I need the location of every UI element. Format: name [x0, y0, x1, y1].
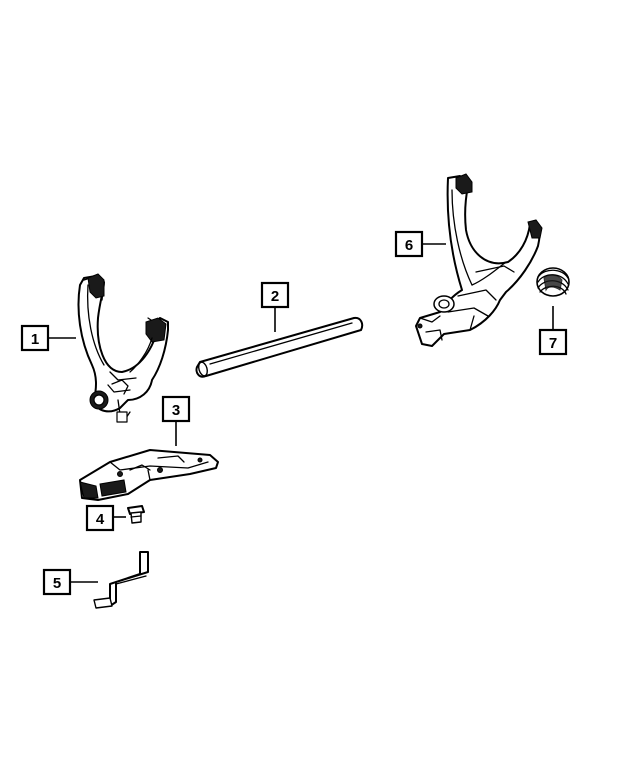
callout-3-label: 3 [172, 402, 180, 419]
part-3-shift-bracket[interactable] [79, 449, 219, 501]
part-6-shift-fork[interactable] [415, 173, 543, 347]
callout-2[interactable]: 2 [260, 281, 290, 309]
part-4-bolt[interactable] [127, 505, 145, 524]
part-7-spring[interactable] [536, 267, 570, 297]
callout-1[interactable]: 1 [20, 324, 50, 352]
callout-6[interactable]: 6 [394, 230, 424, 258]
callout-4[interactable]: 4 [85, 504, 115, 532]
callout-2-label: 2 [271, 288, 279, 305]
callout-6-label: 6 [405, 237, 413, 254]
callout-5[interactable]: 5 [42, 568, 72, 596]
callout-5-label: 5 [53, 575, 61, 592]
callout-3[interactable]: 3 [161, 395, 191, 423]
part-5-lever[interactable] [93, 551, 149, 609]
part-1-shift-fork[interactable] [77, 273, 169, 423]
callout-7-label: 7 [549, 335, 557, 352]
callout-1-label: 1 [31, 331, 39, 348]
part-2-shift-rail[interactable] [195, 316, 364, 378]
callout-4-label: 4 [96, 511, 105, 528]
callout-7[interactable]: 7 [538, 328, 568, 356]
